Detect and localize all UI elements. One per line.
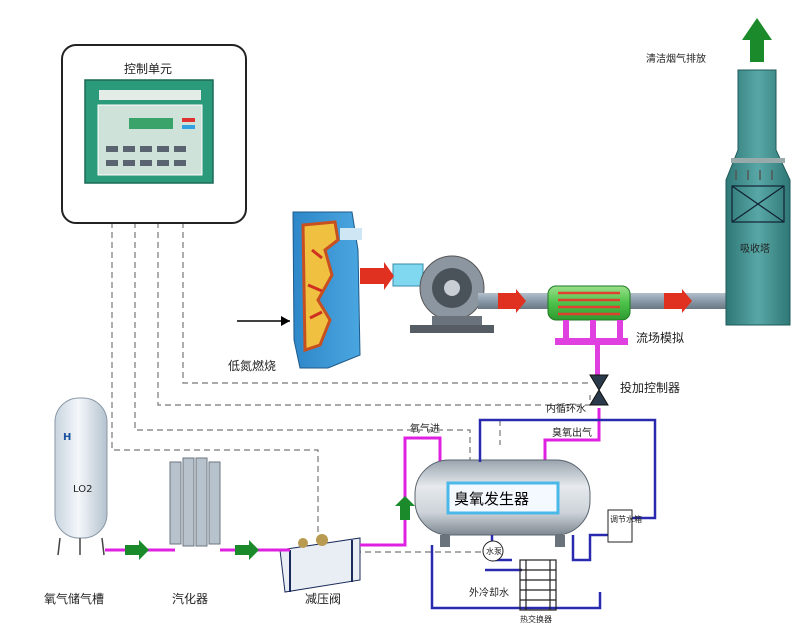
ozone-generator: 臭氧发生器 — [414, 459, 591, 547]
water-pump-label: 水泵 — [486, 546, 502, 556]
lo2-tank-mark: LO2 — [73, 484, 92, 495]
water-pump: 水泵 — [482, 540, 504, 562]
oxygen-storage-tank-label: 氧气储气槽 — [44, 591, 104, 606]
dosing-controller-label: 投加控制器 — [620, 380, 680, 395]
pressure-reducing-valve: 减压阀 — [279, 534, 361, 606]
low-nox-combustion-label: 低氮燃烧 — [228, 358, 276, 373]
clean-flue-gas-label: 清洁烟气排放 — [646, 52, 706, 65]
ozone-generator-label: 臭氧发生器 — [454, 490, 529, 508]
dosing-controller: 投加控制器 — [589, 374, 680, 406]
control-unit-label: 控制单元 — [124, 62, 172, 76]
oxygen-inlet-label: 氧气进 — [410, 422, 440, 435]
vaporizer-label: 汽化器 — [172, 591, 208, 606]
fan — [360, 255, 494, 333]
heat-exchanger-label: 热交换器 — [520, 614, 552, 624]
regulating-tank-label: 调节水箱 — [610, 514, 642, 524]
flow-field-simulation-label: 流场模拟 — [636, 331, 684, 345]
absorption-tower: 吸收塔 清洁烟气排放 — [646, 18, 791, 326]
control-unit: 控制单元 — [61, 44, 247, 224]
svg-text:H: H — [63, 432, 71, 443]
flue-duct — [478, 289, 728, 313]
oxygen-flow-arrows — [125, 496, 415, 560]
boiler: 低氮燃烧 — [228, 211, 362, 373]
pressure-reducing-valve-label: 减压阀 — [305, 592, 341, 606]
regulating-tank: 调节水箱 — [607, 509, 642, 543]
oxygen-storage-tank: H LO2 氧气储气槽 — [44, 397, 108, 606]
exhaust-up-arrow — [742, 18, 772, 62]
heat-exchanger: 热交换器 — [519, 559, 557, 624]
absorption-tower-label: 吸收塔 — [740, 242, 770, 255]
ozone-outlet-label: 臭氧出气 — [552, 426, 592, 439]
outer-cooling-water-label: 外冷却水 — [469, 586, 509, 599]
flow-field-simulation: 流场模拟 — [547, 285, 684, 375]
inner-circulating-water-label: 内循环水 — [546, 402, 586, 415]
vaporizer: 汽化器 — [169, 457, 221, 606]
control-signal-lines — [111, 222, 592, 553]
